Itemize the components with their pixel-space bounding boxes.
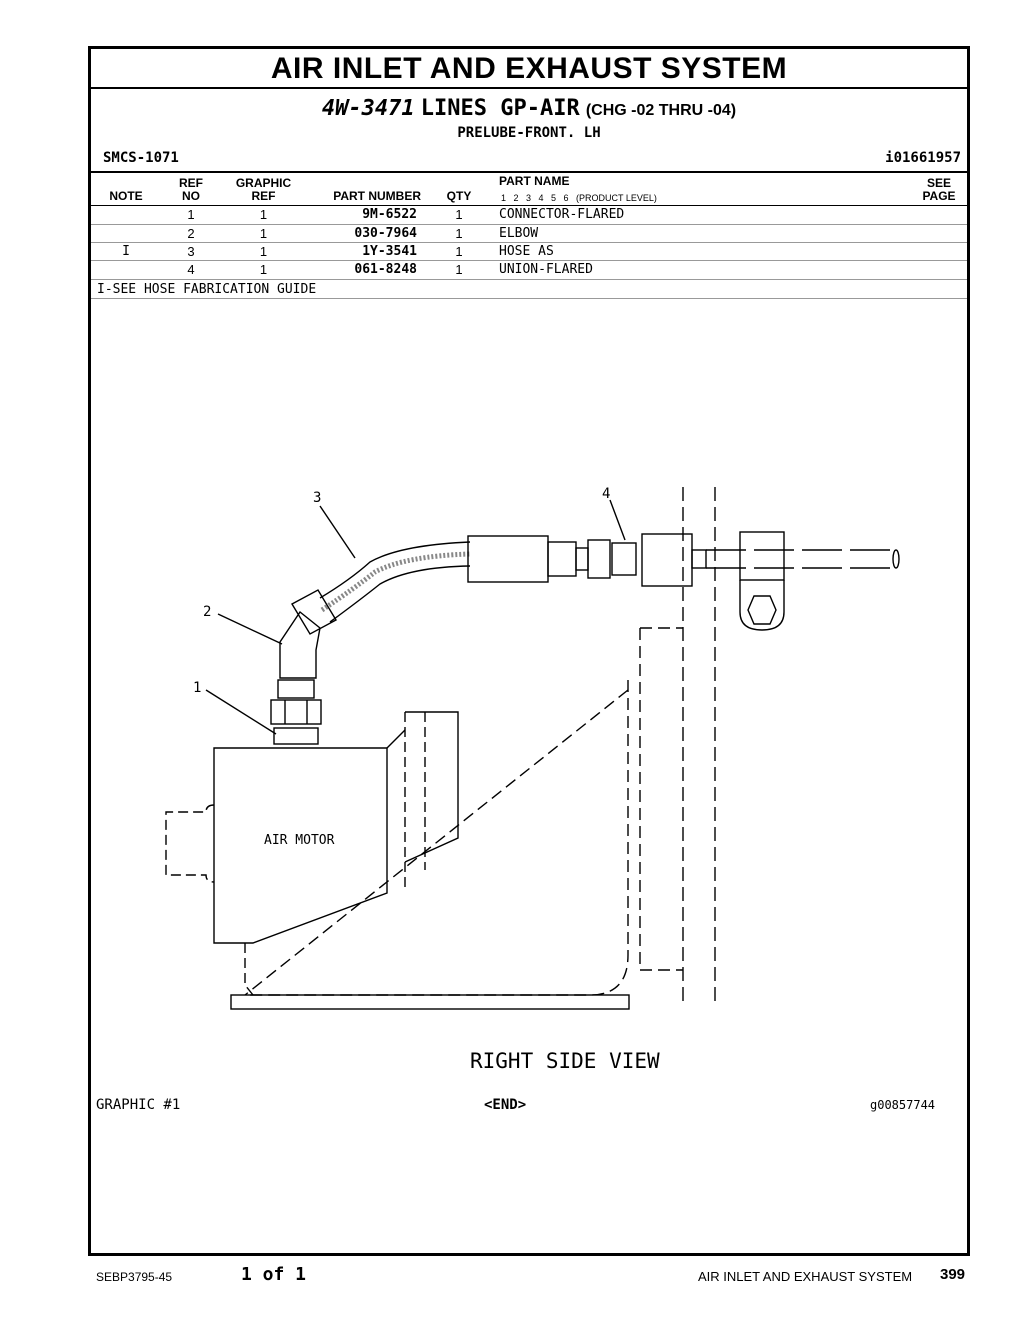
row-qty: 1 [455,226,463,241]
row-graphic-ref: 1 [259,226,268,241]
graphic-number: GRAPHIC #1 [96,1097,181,1113]
row-graphic-ref: 1 [259,244,268,259]
view-label: RIGHT SIDE VIEW [470,1049,660,1073]
footer-section: AIR INLET AND EXHAUST SYSTEM [698,1269,913,1284]
row-part-number: 030-7964 [354,226,417,241]
col-graphic-ref-line1: GRAPHIC [235,176,292,190]
row-qty: 1 [455,207,463,222]
header-rule [91,205,967,206]
row-part-number: 061-8248 [354,262,417,277]
smcs-code: SMCS-1071 [103,150,179,166]
callout-4: 4 [602,486,610,502]
row-graphic-ref: 1 [259,262,268,277]
row-divider [91,224,967,225]
row-part-name: HOSE AS [499,244,554,259]
col-qty: QTY [446,189,472,203]
row-part-name: ELBOW [499,226,539,241]
callout-2: 2 [203,604,211,620]
col-see-page-line1: SEE [926,176,951,190]
row-graphic-ref: 1 [259,207,268,222]
table-top-rule [91,171,967,173]
col-part-name: PART NAME [499,174,570,188]
group-part-number: 4W-3471 [321,96,415,121]
group-subtitle: PRELUBE-FRONT. LH [457,125,601,141]
row-divider [91,260,967,261]
row-ref-no: 2 [187,226,195,241]
row-divider [91,242,967,243]
row-part-name: CONNECTOR-FLARED [499,207,625,222]
illustration-id: i01661957 [885,150,961,166]
col-see-page-line2: PAGE [922,189,956,203]
change-range: (CHG -02 THRU -04) [585,102,737,119]
callout-1: 1 [193,680,201,696]
page-of: 1 of 1 [241,1264,307,1285]
callout-3: 3 [313,490,321,506]
row-qty: 1 [455,244,463,259]
group-title: 4W-3471 LINES GP-AIR (CHG -02 THRU -04) [91,95,967,121]
graphic-id: g00857744 [870,1098,936,1112]
page-frame: AIR INLET AND EXHAUST SYSTEM 4W-3471 LIN… [88,46,970,1256]
row-ref-no: 3 [187,244,195,259]
row-part-number: 9M-6522 [362,207,417,222]
page-number: 399 [940,1266,966,1283]
section-title: AIR INLET AND EXHAUST SYSTEM [91,49,967,89]
group-part-name: LINES GP-AIR [420,96,580,121]
col-ref-no-line1: REF [179,176,203,190]
footnote-rule [91,298,967,299]
col-part-number: PART NUMBER [333,189,421,203]
row-qty: 1 [455,262,463,277]
row-part-number: 1Y-3541 [362,244,417,259]
doc-id: SEBP3795-45 [96,1270,173,1284]
footnote: I-SEE HOSE FABRICATION GUIDE [97,282,317,297]
col-note: NOTE [109,189,143,203]
col-graphic-ref-line2: REF [251,189,276,203]
end-marker: <END> [484,1097,527,1113]
row-ref-no: 1 [187,207,195,222]
row-divider [91,279,967,280]
col-ref-no-line2: NO [182,189,200,203]
air-motor-label: AIR MOTOR [264,833,335,848]
row-ref-no: 4 [187,262,195,277]
row-note: I [122,244,130,259]
row-part-name: UNION-FLARED [499,262,593,277]
col-product-level: 1 2 3 4 5 6 (PRODUCT LEVEL) [501,193,657,203]
